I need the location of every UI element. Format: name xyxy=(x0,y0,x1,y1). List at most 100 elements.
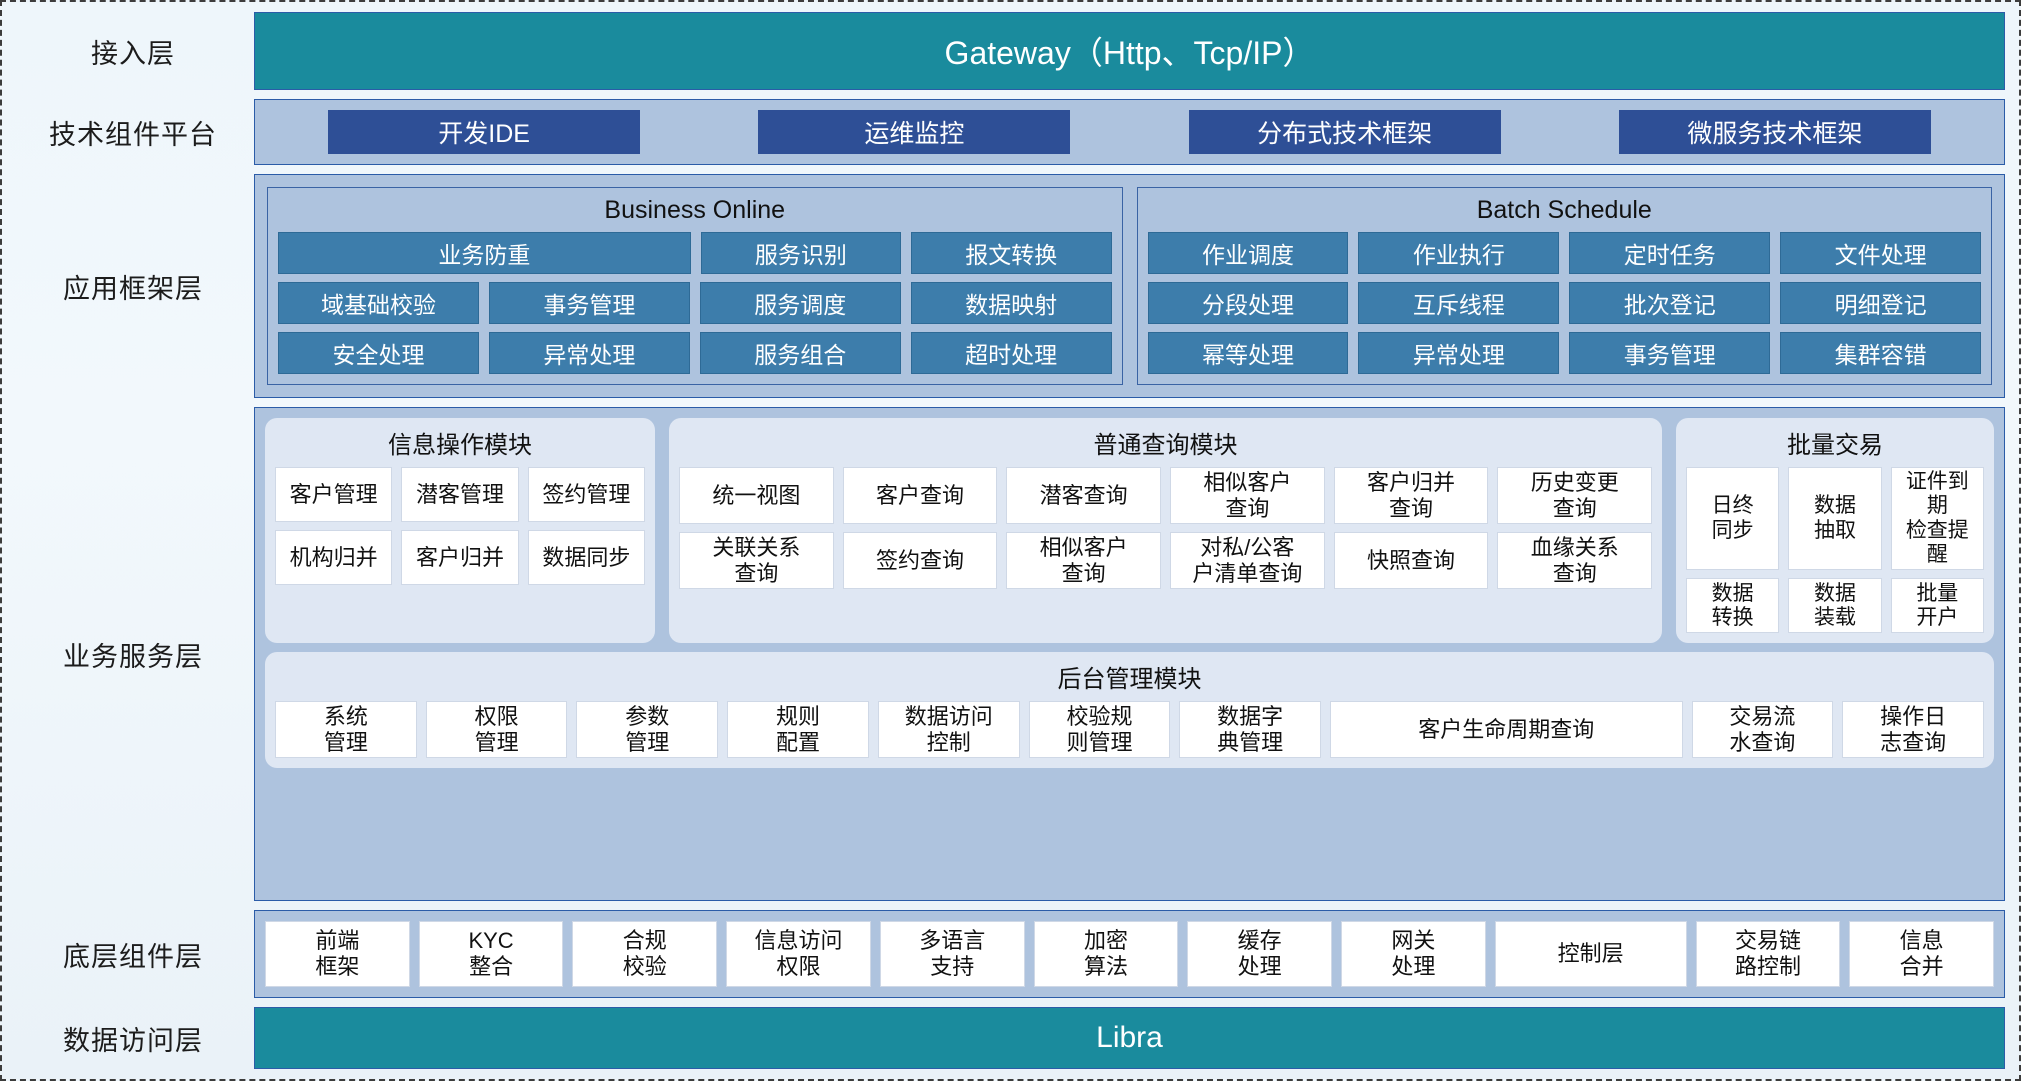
component-chip[interactable]: KYC 整合 xyxy=(418,921,564,987)
admin-chip[interactable]: 权限 管理 xyxy=(425,701,568,759)
service-chip[interactable]: 数据 装载 xyxy=(1788,578,1882,634)
framework-chip[interactable]: 幂等处理 xyxy=(1147,332,1349,374)
service-chip[interactable]: 对私/公客 户清单查询 xyxy=(1170,532,1325,590)
service-chip[interactable]: 签约查询 xyxy=(842,532,998,590)
component-chip[interactable]: 控制层 xyxy=(1494,921,1687,987)
module-common-query: 普通查询模块 统一视图 客户查询 潜客查询 相似客户 查询 客户归并 查询 历史… xyxy=(669,418,1662,644)
service-chip[interactable]: 历史变更 查询 xyxy=(1497,467,1653,525)
service-chip[interactable]: 客户归并 查询 xyxy=(1333,467,1489,525)
admin-chip[interactable]: 客户生命周期查询 xyxy=(1330,701,1683,759)
component-chip[interactable]: 交易链 路控制 xyxy=(1695,921,1841,987)
service-chip[interactable]: 批量 开户 xyxy=(1890,578,1984,634)
framework-chip[interactable]: 域基础校验 xyxy=(278,282,479,324)
service-chip[interactable]: 签约管理 xyxy=(527,467,645,522)
framework-chip[interactable]: 作业调度 xyxy=(1147,232,1349,274)
service-chip[interactable]: 数据同步 xyxy=(527,530,645,585)
module-info-operation: 信息操作模块 客户管理 潜客管理 签约管理 机构归并 客户归并 xyxy=(265,418,655,644)
component-chip[interactable]: 合规 校验 xyxy=(572,921,718,987)
layer-label-appframe: 应用框架层 xyxy=(63,273,203,304)
framework-chip[interactable]: 文件处理 xyxy=(1780,232,1981,274)
service-chip[interactable]: 血缘关系 查询 xyxy=(1497,532,1653,590)
tech-chip[interactable]: 分布式技术框架 xyxy=(1188,110,1501,154)
framework-chip[interactable]: 明细登记 xyxy=(1780,282,1981,324)
admin-chip[interactable]: 数据访问 控制 xyxy=(877,701,1020,759)
service-chip[interactable]: 统一视图 xyxy=(679,467,834,525)
framework-chip[interactable]: 集群容错 xyxy=(1780,332,1981,374)
admin-chip[interactable]: 数据字 典管理 xyxy=(1179,701,1322,759)
tech-chip[interactable]: 微服务技术框架 xyxy=(1618,110,1931,154)
admin-chip[interactable]: 参数 管理 xyxy=(576,701,719,759)
layer-label-component: 底层组件层 xyxy=(63,941,203,972)
service-chip[interactable]: 客户归并 xyxy=(401,530,519,585)
business-service-band: 信息操作模块 客户管理 潜客管理 签约管理 机构归并 客户归并 xyxy=(254,407,2005,901)
service-chip[interactable]: 快照查询 xyxy=(1333,532,1489,590)
module-row: 客户管理 潜客管理 签约管理 xyxy=(275,467,645,522)
service-chip[interactable]: 客户管理 xyxy=(275,467,393,522)
framework-chip[interactable]: 超时处理 xyxy=(910,332,1112,374)
service-chip[interactable]: 数据 抽取 xyxy=(1788,467,1882,571)
service-chip[interactable]: 客户查询 xyxy=(842,467,998,525)
component-chip[interactable]: 缓存 处理 xyxy=(1187,921,1333,987)
framework-chip[interactable]: 异常处理 xyxy=(488,332,690,374)
component-chip[interactable]: 前端 框架 xyxy=(265,921,410,987)
framework-chip[interactable]: 作业执行 xyxy=(1358,232,1560,274)
admin-chip[interactable]: 操作日 志查询 xyxy=(1842,701,1984,759)
module-row: 系统 管理 权限 管理 参数 管理 规则 配置 数据访问 控制 校验规 则管理 … xyxy=(275,701,1984,759)
admin-chip[interactable]: 交易流 水查询 xyxy=(1691,701,1834,759)
framework-chip[interactable]: 数据映射 xyxy=(910,282,1112,324)
framework-chip[interactable]: 业务防重 xyxy=(278,232,691,274)
framework-chip[interactable]: 服务组合 xyxy=(699,332,901,374)
module-row: 统一视图 客户查询 潜客查询 相似客户 查询 客户归并 查询 历史变更 查询 xyxy=(679,467,1653,525)
framework-chip[interactable]: 服务调度 xyxy=(699,282,901,324)
framework-chip[interactable]: 事务管理 xyxy=(488,282,690,324)
admin-chip[interactable]: 校验规 则管理 xyxy=(1028,701,1171,759)
frame-row: 作业调度 作业执行 定时任务 文件处理 xyxy=(1147,232,1981,274)
admin-chip[interactable]: 系统 管理 xyxy=(275,701,417,759)
service-chip[interactable]: 潜客管理 xyxy=(401,467,519,522)
module-title: 信息操作模块 xyxy=(388,432,532,459)
group-title: Batch Schedule xyxy=(1476,196,1652,224)
service-chip[interactable]: 相似客户 查询 xyxy=(1006,532,1162,590)
layer-base-component: 底层组件层 前端 框架 KYC 整合 合规 校验 信息访问 权限 多语言 支持 … xyxy=(12,910,2005,998)
layer-label-tech: 技术组件平台 xyxy=(49,119,217,150)
component-chip[interactable]: 网关 处理 xyxy=(1341,921,1486,987)
framework-group-batch-schedule: Batch Schedule 作业调度 作业执行 定时任务 文件处理 分段处理 … xyxy=(1136,187,1992,385)
module-title: 批量交易 xyxy=(1787,432,1883,459)
service-chip[interactable]: 日终 同步 xyxy=(1686,467,1780,571)
framework-chip[interactable]: 互斥线程 xyxy=(1358,282,1560,324)
component-chip[interactable]: 信息 合并 xyxy=(1849,921,1995,987)
framework-chip[interactable]: 安全处理 xyxy=(278,332,479,374)
module-batch-transaction: 批量交易 日终 同步 数据 抽取 证件到期 检查提醒 数据 转换 数据 装载 xyxy=(1676,418,1994,644)
service-chip[interactable]: 机构归并 xyxy=(275,530,393,585)
libra-bar: Libra xyxy=(254,1007,2005,1069)
component-chip[interactable]: 多语言 支持 xyxy=(879,921,1025,987)
module-row: 数据 转换 数据 装载 批量 开户 xyxy=(1686,578,1984,634)
gateway-bar: Gateway（Http、Tcp/IP） xyxy=(254,12,2005,90)
layer-tech-platform: 技术组件平台 开发IDE 运维监控 分布式技术框架 微服务技术框架 xyxy=(12,99,2005,165)
tech-chip-band: 开发IDE 运维监控 分布式技术框架 微服务技术框架 xyxy=(254,99,2005,165)
component-chip[interactable]: 加密 算法 xyxy=(1033,921,1179,987)
framework-chip[interactable]: 事务管理 xyxy=(1569,332,1771,374)
framework-chip[interactable]: 报文转换 xyxy=(911,232,1112,274)
framework-chip[interactable]: 分段处理 xyxy=(1147,282,1349,324)
service-chip[interactable]: 证件到期 检查提醒 xyxy=(1890,467,1984,571)
admin-chip[interactable]: 规则 配置 xyxy=(727,701,869,759)
tech-chip[interactable]: 开发IDE xyxy=(328,110,641,154)
framework-chip[interactable]: 批次登记 xyxy=(1569,282,1771,324)
framework-chip[interactable]: 定时任务 xyxy=(1569,232,1771,274)
framework-chip[interactable]: 异常处理 xyxy=(1358,332,1560,374)
framework-chip[interactable]: 服务识别 xyxy=(700,232,902,274)
service-chip[interactable]: 关联关系 查询 xyxy=(679,532,834,590)
service-chip[interactable]: 相似客户 查询 xyxy=(1170,467,1325,525)
tech-chip[interactable]: 运维监控 xyxy=(758,110,1071,154)
layer-business-service: 业务服务层 信息操作模块 客户管理 潜客管理 签约管理 xyxy=(12,407,2005,901)
service-chip[interactable]: 数据 转换 xyxy=(1686,578,1780,634)
layer-data-access: 数据访问层 Libra xyxy=(12,1007,2005,1069)
component-chip[interactable]: 信息访问 权限 xyxy=(726,921,871,987)
layer-app-framework: 应用框架层 Business Online 业务防重 服务识别 报文转换 域 xyxy=(12,174,2005,398)
framework-group-business-online: Business Online 业务防重 服务识别 报文转换 域基础校验 事务管… xyxy=(267,187,1123,385)
module-admin-management: 后台管理模块 系统 管理 权限 管理 参数 管理 规则 配置 数据访问 控制 校… xyxy=(265,652,1994,769)
service-chip[interactable]: 潜客查询 xyxy=(1006,467,1162,525)
app-framework-band: Business Online 业务防重 服务识别 报文转换 域基础校验 事务管… xyxy=(254,174,2005,398)
